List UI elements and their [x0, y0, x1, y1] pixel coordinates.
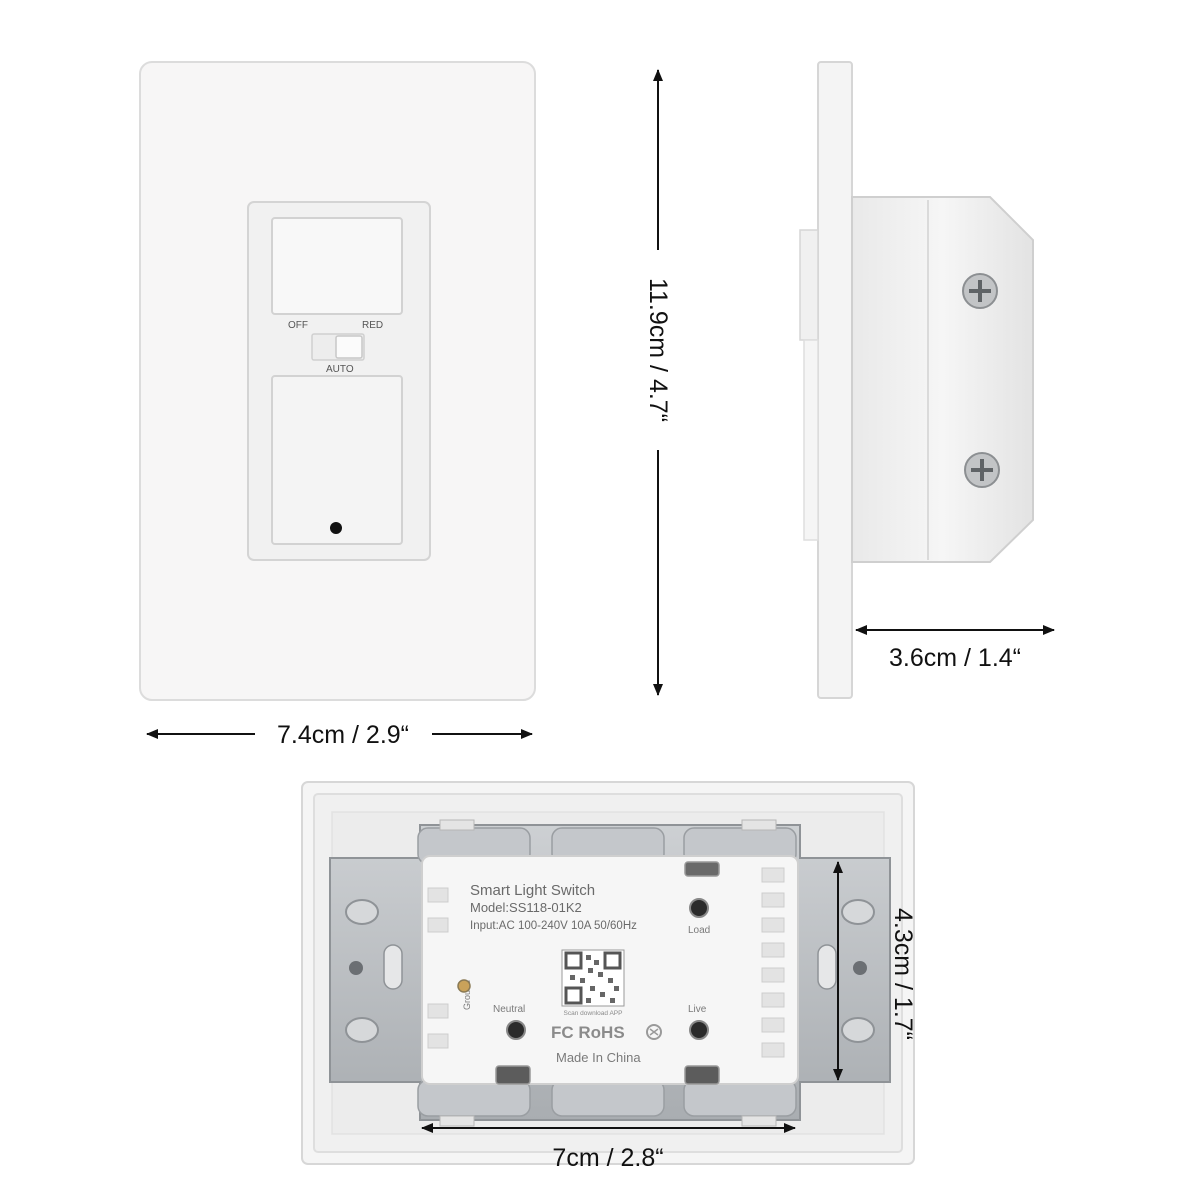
bottom-tab-left: [417, 1079, 531, 1117]
front-view: OFF RED AUTO: [139, 61, 536, 701]
back-height-dimension: 4.3cm / 1.7“: [833, 861, 917, 1081]
bottom-tab-mid: [551, 1079, 665, 1117]
slider-label-auto: AUTO: [326, 364, 354, 375]
screw-top-icon: [962, 273, 998, 309]
clip-bottom-right: [741, 1115, 777, 1127]
strap-screw-right: [853, 961, 867, 975]
width-dimension: 7.4cm / 2.9“: [146, 721, 533, 749]
side-rocker-edge: [799, 229, 819, 341]
height-label: 11.9cm / 4.7“: [644, 278, 672, 422]
screw-bottom-icon: [964, 452, 1000, 488]
bottom-terminal-left: [495, 1065, 531, 1085]
side-plate: [817, 61, 853, 699]
mode-slider-knob[interactable]: [335, 335, 363, 359]
depth-label: 3.6cm / 1.4“: [889, 644, 1021, 672]
module-input-rating: Input:AC 100-240V 10A 50/60Hz: [470, 920, 637, 932]
made-in-label: Made In China: [556, 1050, 641, 1065]
sensor-window: [271, 217, 403, 315]
ground-terminal-screw: [457, 979, 471, 993]
depth-dimension: 3.6cm / 1.4“: [855, 625, 1055, 672]
module-vents-left: [427, 887, 449, 1049]
back-width-dimension: 7cm / 2.8“: [421, 1123, 796, 1172]
height-dimension: 11.9cm / 4.7“: [644, 69, 672, 696]
module-model: Model:SS118-01K2: [470, 900, 582, 915]
strap-hole-left-top: [345, 899, 379, 925]
load-terminal-screw: [689, 898, 709, 918]
module-title: Smart Light Switch: [470, 882, 595, 899]
slider-label-off: OFF: [288, 320, 308, 331]
clip-top-left: [439, 819, 475, 831]
live-terminal-screw: [689, 1020, 709, 1040]
bottom-terminal-right: [684, 1065, 720, 1085]
side-rocker-edge-lower: [803, 339, 819, 541]
strap-hole-right-top: [841, 899, 875, 925]
strap-slot-right: [817, 944, 837, 990]
strap-hole-left-bottom: [345, 1017, 379, 1043]
side-view: [799, 61, 1034, 699]
indicator-led: [330, 522, 342, 534]
back-view: Smart Light Switch Model:SS118-01K2 Inpu…: [301, 781, 915, 1165]
module-vents-right: [761, 867, 785, 1058]
side-body-box: [851, 196, 1034, 563]
clip-bottom-left: [439, 1115, 475, 1127]
bottom-tab-right: [683, 1079, 797, 1117]
strap-slot-left: [383, 944, 403, 990]
slider-label-red: RED: [362, 320, 383, 331]
strap-screw-left: [349, 961, 363, 975]
neutral-terminal-label: Neutral: [493, 1004, 525, 1015]
width-label: 7.4cm / 2.9“: [277, 721, 409, 749]
load-terminal-label: Load: [688, 925, 710, 936]
back-width-label: 7cm / 2.8“: [552, 1144, 663, 1172]
rocker-button[interactable]: [271, 375, 403, 545]
strap-hole-right-bottom: [841, 1017, 875, 1043]
live-terminal-label: Live: [688, 1004, 707, 1015]
back-height-label: 4.3cm / 1.7“: [889, 908, 917, 1040]
recycle-icon: [646, 1024, 662, 1040]
clip-top-right: [741, 819, 777, 831]
certification-marks: FC RoHS: [551, 1023, 625, 1042]
neutral-terminal-screw: [506, 1020, 526, 1040]
qr-caption: Scan download APP: [564, 1010, 623, 1017]
top-terminal-right: [684, 861, 720, 877]
ground-terminal-label: Ground: [462, 980, 472, 1010]
qr-code-icon: [561, 949, 625, 1007]
